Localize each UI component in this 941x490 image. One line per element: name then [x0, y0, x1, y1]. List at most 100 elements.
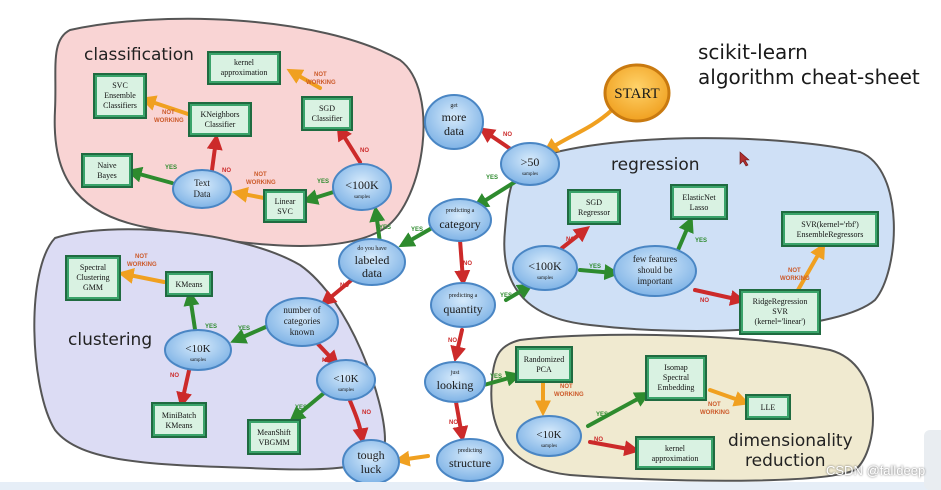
regression-region: [503, 137, 895, 332]
arrow-few-to-ridge: [693, 288, 747, 306]
node-text-data[interactable]: Text Data: [172, 169, 232, 209]
regression-title: regression: [611, 155, 700, 175]
box-svr-rbf-line2: EnsembleRegressors: [797, 230, 864, 239]
arrow-start-to-gt50: [542, 108, 614, 154]
side-scroll-handle[interactable]: [924, 430, 941, 490]
node-few-features-line3: important: [638, 276, 673, 286]
node-looking[interactable]: just looking: [424, 361, 486, 403]
label-yes: YES: [317, 179, 329, 185]
title-line-1: scikit-learn: [698, 40, 808, 64]
box-kmeans[interactable]: KMeans: [165, 271, 213, 297]
arrow-text-to-naivebayes: [125, 166, 174, 185]
arrow-lt100kreg-to-few: [578, 264, 621, 281]
box-sgd-classifier-line1: SGD: [319, 104, 335, 113]
label-not-working-1: NOT: [135, 254, 148, 260]
box-meanshift-line2: VBGMM: [258, 438, 289, 447]
box-naive-bayes-line1: Naive: [97, 161, 117, 170]
label-yes: YES: [205, 324, 217, 330]
box-sgd-regressor[interactable]: SGD Regressor: [567, 189, 621, 225]
label-yes: YES: [589, 264, 601, 270]
box-randomized-pca[interactable]: Randomized PCA: [515, 346, 573, 383]
node-tough-luck[interactable]: tough luck: [342, 439, 400, 485]
label-no: NO: [448, 338, 457, 344]
arrow-lt10k-to-minibatch: [176, 364, 192, 409]
box-linear-svc-line2: SVC: [277, 207, 293, 216]
box-minibatch[interactable]: MiniBatch KMeans: [151, 402, 207, 438]
box-svr-rbf[interactable]: SVR(kernel='rbf') EnsembleRegressors: [781, 211, 879, 247]
arrow-lt100kreg-to-sgd: [560, 226, 591, 250]
label-not-working-2: WORKING: [306, 80, 336, 86]
node-num-categories[interactable]: number of categories known: [265, 297, 339, 347]
label-yes: YES: [695, 238, 707, 244]
arrow-category-to-labeled: [398, 226, 434, 248]
node-more-data[interactable]: get more data: [424, 94, 484, 150]
node-looking-small: just: [450, 370, 460, 376]
node-gt50-small: samples: [522, 172, 538, 177]
node-structure-small: predicting: [458, 448, 482, 454]
box-kernel-approximation-dim[interactable]: kernel approximation: [635, 436, 715, 470]
node-lt10k-clust2[interactable]: <10K samples: [316, 359, 376, 401]
box-randomized-pca-line2: PCA: [536, 365, 552, 374]
node-labeled[interactable]: do you have labeled data: [338, 238, 406, 286]
arrow-lt100k-to-sgd: [336, 124, 362, 164]
box-kneighbors[interactable]: KNeighbors Classifier: [188, 102, 252, 137]
arrow-kmeans-to-spectral: [117, 268, 166, 284]
node-gt50[interactable]: >50 samples: [500, 142, 560, 186]
box-naive-bayes[interactable]: Naive Bayes: [81, 153, 133, 188]
label-not-working-2: WORKING: [154, 118, 184, 124]
box-ridge-line3: (kernel='linear'): [755, 317, 806, 326]
box-sgd-classifier-line2: Classifier: [312, 114, 343, 123]
box-spectral-clustering[interactable]: Spectral Clustering GMM: [65, 255, 121, 301]
node-lt100k-class-line1: <100K: [345, 178, 379, 192]
label-not-working-1: NOT: [314, 72, 327, 78]
label-not-working-1: NOT: [560, 384, 573, 390]
box-ridge-line1: RidgeRegression: [753, 297, 808, 306]
box-svc-ensemble-line3: Classifiers: [103, 101, 137, 110]
box-sgd-classifier[interactable]: SGD Classifier: [301, 96, 353, 131]
node-lt10k-clust[interactable]: <10K samples: [164, 329, 232, 371]
box-kernel-approximation-dim-line2: approximation: [652, 454, 699, 463]
box-kernel-approximation-class[interactable]: kernel approximation: [207, 51, 281, 85]
node-lt10k-dim[interactable]: <10K samples: [516, 415, 582, 457]
box-svr-rbf-line1: SVR(kernel='rbf'): [801, 220, 859, 229]
arrow-quantity-to-looking: [450, 328, 466, 363]
start-node[interactable]: START: [603, 63, 671, 123]
box-lle[interactable]: LLE: [745, 394, 791, 420]
node-tough-luck-line1: tough: [357, 448, 384, 462]
cursor-icon: [739, 151, 750, 167]
arrow-quantity-to-lt100k: [504, 283, 534, 302]
node-few-features-line2: should be: [638, 265, 673, 275]
node-lt10k-dim-small: samples: [541, 444, 557, 449]
node-lt10k-clust-small: samples: [190, 358, 206, 363]
dimensionality-region: [490, 333, 874, 482]
label-yes: YES: [379, 225, 391, 231]
label-not-working-1: NOT: [708, 402, 721, 408]
box-lle-line1: LLE: [761, 403, 776, 412]
label-no: NO: [463, 261, 472, 267]
arrow-numcat-to-lt10k: [230, 324, 270, 344]
box-spectral-clustering-line1: Spectral: [80, 263, 107, 272]
box-meanshift[interactable]: MeanShift VBGMM: [247, 419, 301, 455]
box-isomap-line2: Spectral: [663, 373, 690, 382]
box-kernel-approximation-dim-line1: kernel: [665, 444, 686, 453]
node-structure-line1: structure: [449, 456, 491, 470]
node-few-features[interactable]: few features should be important: [613, 245, 697, 297]
node-quantity[interactable]: predicting a quantity: [430, 282, 496, 328]
node-lt10k-clust2-line1: <10K: [333, 373, 358, 385]
node-lt100k-class[interactable]: <100K samples: [332, 163, 392, 211]
node-lt100k-reg[interactable]: <100K samples: [512, 245, 578, 291]
arrow-looking-to-pca: [482, 370, 523, 387]
box-elasticnet[interactable]: ElasticNet Lasso: [670, 184, 728, 220]
label-not-working-2: WORKING: [127, 262, 157, 268]
node-labeled-line1: labeled: [355, 253, 390, 267]
label-yes: YES: [490, 374, 502, 380]
box-isomap[interactable]: Isomap Spectral Embedding: [645, 355, 707, 401]
node-category[interactable]: predicting a category: [428, 198, 492, 242]
node-lt100k-reg-small: samples: [537, 276, 553, 281]
box-minibatch-line1: MiniBatch: [162, 411, 196, 420]
box-svc-ensemble[interactable]: SVC Ensemble Classifiers: [93, 73, 147, 119]
box-ridge[interactable]: RidgeRegression SVR (kernel='linear'): [739, 289, 821, 335]
box-linear-svc[interactable]: Linear SVC: [263, 189, 307, 223]
label-no: NO: [222, 168, 231, 174]
node-structure[interactable]: predicting structure: [436, 438, 504, 482]
